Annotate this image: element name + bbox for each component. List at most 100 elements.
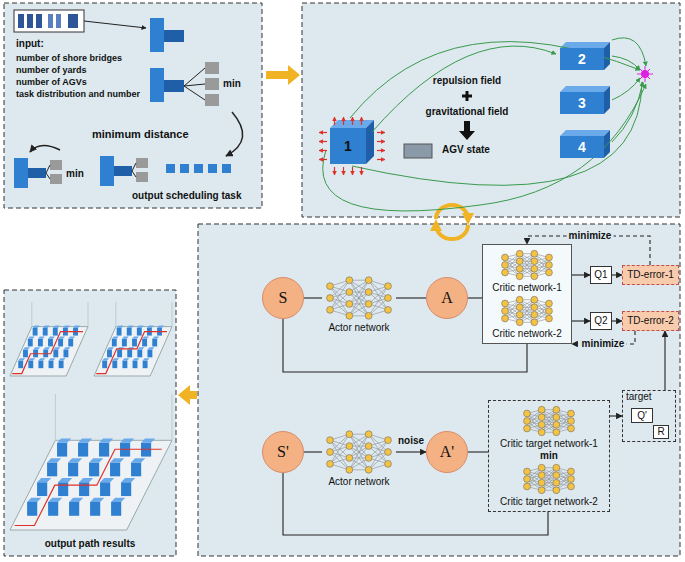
node-text: 2 [578,51,586,67]
line-shape [520,254,535,277]
polygon-shape [107,347,114,349]
rect-shape [150,68,164,102]
polygon-shape [38,358,45,360]
rect-shape [136,158,148,168]
rect-shape [90,502,100,516]
circle-shape [531,311,538,318]
line-shape [319,141,327,142]
rect-shape [23,350,28,358]
polygon-shape [117,326,124,328]
circle-shape [365,466,372,473]
node-text: 4 [578,139,586,155]
circle-shape [538,429,545,436]
rect-shape [133,361,138,369]
circle-shape [531,258,538,265]
circle-shape [553,414,560,421]
rect-shape [47,463,57,477]
rect-shape [117,350,122,358]
actor-network: Actor network [322,428,396,488]
line-shape [343,117,344,125]
rect-shape [131,463,141,477]
path-shape [612,78,640,100]
rect-shape [68,339,73,347]
polygon-shape [33,326,40,328]
polygon-shape [73,326,80,328]
circle-shape [502,315,509,322]
node-text: Critic target network-2 [493,496,605,508]
circle-shape [516,258,523,265]
input-item: number of AGVs [16,76,87,88]
line-shape [349,434,368,470]
connector [612,274,622,275]
rect-shape [89,463,99,477]
circle-shape [346,289,353,296]
circle-shape [385,449,392,456]
circle-shape [327,449,334,456]
polygon-shape [53,326,60,328]
rect-shape [37,482,47,496]
polygon-shape [120,438,134,442]
rect-shape [142,339,147,347]
polygon-shape [132,336,139,338]
rect-shape [110,463,120,477]
network-icon [521,404,577,438]
path-plot [10,394,172,530]
polygon-shape [147,347,154,349]
network-icon [499,248,555,282]
rect-shape [102,361,107,369]
rect-shape [28,361,33,369]
reward-box: R [653,425,669,439]
line-shape [542,410,557,433]
rect-shape [49,361,54,369]
line-shape [542,468,557,491]
path-shape [323,84,646,211]
rect-shape [164,80,184,92]
polygon-shape [78,438,92,442]
line-shape [377,141,385,142]
circle-shape [502,254,509,261]
stack-block: 2 [560,48,604,70]
field-label: repulsion field [433,75,501,87]
rect-shape [198,224,680,556]
circle-shape [531,304,538,311]
circle-shape [553,429,560,436]
rect-shape [36,14,42,28]
rect-shape [4,3,262,208]
connector [304,451,322,452]
rect-shape [50,174,62,184]
line-shape [334,117,335,125]
rect-shape [18,14,24,28]
circle-shape [385,437,392,444]
polygon-shape [366,120,374,164]
edge-label: minimize [580,338,627,350]
line-shape [352,117,353,125]
polygon-shape [178,385,197,405]
circle-shape [365,443,372,450]
circle-shape [531,273,538,280]
path-shape [55,394,172,440]
rect-shape [57,443,67,457]
rect-shape [63,350,68,358]
circle-shape [538,421,545,428]
rect-shape [50,160,62,170]
polygon-shape [137,347,144,349]
line-shape [330,446,349,464]
line-shape [377,132,385,133]
circle-shape [568,476,575,483]
stack-block: 3 [560,92,604,114]
rect-shape [14,10,84,32]
circle-shape [516,250,523,257]
node-text: Critic network-2 [487,328,567,340]
polygon-shape [122,358,129,360]
rect-shape [28,339,33,347]
line-shape [377,159,385,160]
rect-shape [107,350,112,358]
rect-shape [48,502,58,516]
path-result-plots [10,302,172,530]
rect-shape [48,14,53,28]
circle-shape [346,312,353,319]
network-icon [524,406,575,435]
polygon-shape [38,336,45,338]
connector [572,274,590,275]
